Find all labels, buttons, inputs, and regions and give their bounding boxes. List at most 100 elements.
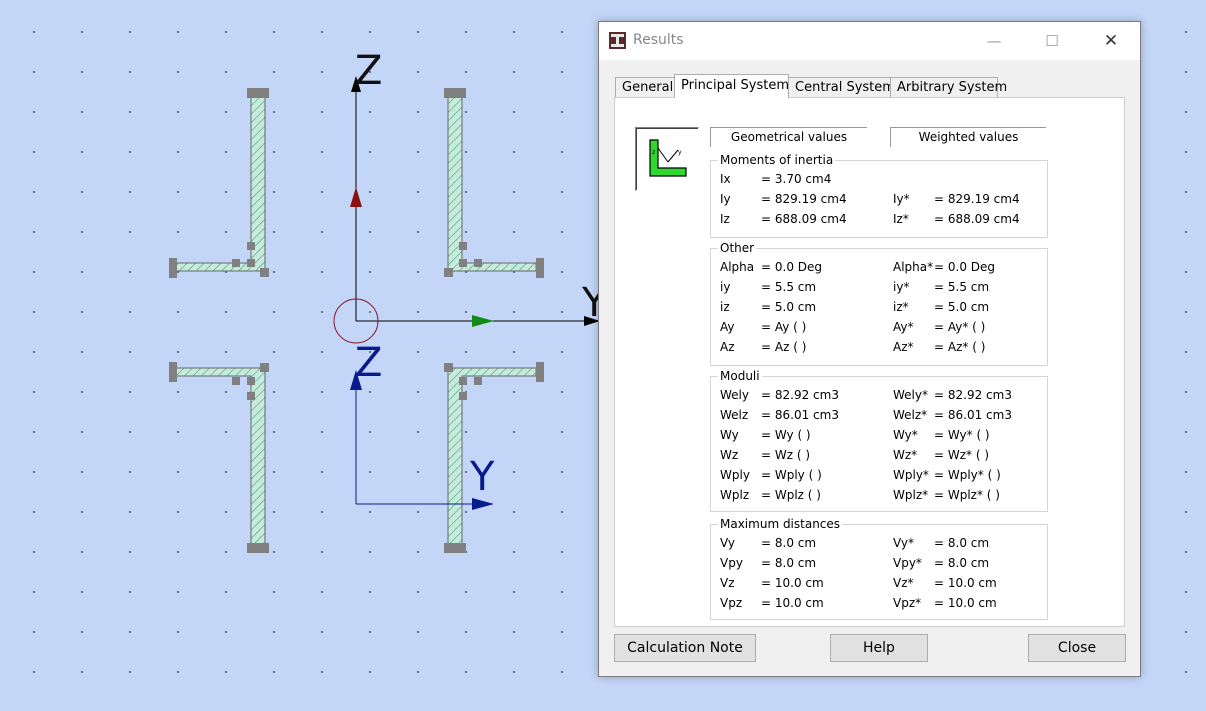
property-symbol: Ay* (893, 320, 914, 334)
angle-profile-top-right[interactable] (444, 88, 544, 278)
property-symbol: Vy (720, 536, 735, 550)
group-title: Other (718, 241, 757, 255)
maximize-button[interactable]: ☐ (1045, 32, 1059, 50)
svg-text:z: z (652, 149, 655, 156)
centroid-marker (333, 298, 379, 344)
tab-page-principal-system: z y Geometrical values Weighted values M… (614, 97, 1125, 627)
property-value: = 688.09 cm4 (934, 212, 1020, 226)
property-value: = 10.0 cm (761, 576, 824, 590)
property-symbol: Vpz (720, 596, 743, 610)
property-value: = 82.92 cm3 (761, 388, 839, 402)
property-value: = Wz ( ) (761, 448, 811, 462)
property-symbol: Wply (720, 468, 750, 482)
angle-profile-top-left[interactable] (169, 88, 269, 278)
tab-central-system[interactable]: Central System (788, 77, 895, 97)
property-value: = 0.0 Deg (934, 260, 996, 274)
property-symbol: Alpha* (893, 260, 934, 274)
tab-principal-system[interactable]: Principal System (674, 74, 789, 98)
property-value: = 829.19 cm4 (934, 192, 1020, 206)
property-value: = Wplz* ( ) (934, 488, 1000, 502)
property-value: = 10.0 cm (761, 596, 824, 610)
principal-axes (333, 76, 600, 344)
close-window-button[interactable]: ✕ (1103, 31, 1119, 51)
property-symbol: Vpy* (893, 556, 922, 570)
property-value: = 82.92 cm3 (934, 388, 1012, 402)
property-value: = 8.0 cm (934, 556, 990, 570)
property-value: = Wply* ( ) (934, 468, 1001, 482)
property-value: = 8.0 cm (934, 536, 990, 550)
group-title: Moments of inertia (718, 153, 836, 167)
close-button[interactable]: Close (1028, 634, 1126, 662)
beam-section-icon (609, 32, 626, 49)
property-symbol: Wy (720, 428, 739, 442)
results-dialog[interactable]: Results — ☐ ✕ General Principal System C… (598, 21, 1141, 677)
property-symbol: Alpha (720, 260, 755, 274)
property-symbol: Iy (720, 192, 731, 206)
property-symbol: Wely (720, 388, 749, 402)
property-symbol: Welz (720, 408, 749, 422)
z-axis-arrowhead (351, 76, 361, 92)
property-symbol: Ix (720, 172, 731, 186)
property-symbol: Wz (720, 448, 739, 462)
y-axis-direction-arrow (472, 315, 494, 327)
svg-text:y: y (678, 149, 682, 156)
property-symbol: Vpz* (893, 596, 922, 610)
property-value: = Ay* ( ) (934, 320, 986, 334)
property-value: = 5.5 cm (934, 280, 990, 294)
property-value: = Ay ( ) (761, 320, 807, 334)
property-symbol: Vy* (893, 536, 914, 550)
property-symbol: Vz* (893, 576, 914, 590)
angle-profile-bottom-left[interactable] (169, 362, 269, 553)
property-symbol: Iy* (893, 192, 910, 206)
y-axis-arrowhead (584, 316, 600, 326)
property-symbol: Wplz (720, 488, 750, 502)
property-symbol: Iz* (893, 212, 909, 226)
group-title: Moduli (718, 369, 762, 383)
property-value: = 8.0 cm (761, 556, 817, 570)
property-value: = 829.19 cm4 (761, 192, 847, 206)
weighted-values-header[interactable]: Weighted values (890, 127, 1046, 147)
help-button[interactable]: Help (830, 634, 928, 662)
property-value: = 3.70 cm4 (761, 172, 832, 186)
property-symbol: Wy* (893, 428, 918, 442)
title-bar[interactable]: Results — ☐ ✕ (599, 22, 1140, 60)
property-symbol: Wely* (893, 388, 928, 402)
property-symbol: Az (720, 340, 735, 354)
property-symbol: Vpy (720, 556, 743, 570)
tab-general[interactable]: General (615, 77, 675, 97)
property-value: = Az ( ) (761, 340, 807, 354)
tab-arbitrary-system[interactable]: Arbitrary System (890, 77, 1007, 97)
property-value: = Wply ( ) (761, 468, 822, 482)
property-symbol: iy* (893, 280, 910, 294)
z-axis-direction-arrow (350, 187, 362, 207)
property-symbol: Ay (720, 320, 735, 334)
minimize-button[interactable]: — (986, 32, 1002, 50)
property-value: = 8.0 cm (761, 536, 817, 550)
window-title: Results (633, 32, 684, 48)
calculation-note-button[interactable]: Calculation Note (614, 634, 756, 662)
property-value: = Az* ( ) (934, 340, 986, 354)
property-value: = 10.0 cm (934, 576, 997, 590)
property-value: = Wy ( ) (761, 428, 811, 442)
property-symbol: Wz* (893, 448, 918, 462)
geometrical-values-header[interactable]: Geometrical values (710, 127, 867, 147)
property-symbol: Iz (720, 212, 730, 226)
property-symbol: iy (720, 280, 731, 294)
property-symbol: Vz (720, 576, 735, 590)
property-symbol: Wply* (893, 468, 929, 482)
property-symbol: Az* (893, 340, 914, 354)
property-value: = 86.01 cm3 (934, 408, 1012, 422)
z-axis-label-upper: Z (355, 48, 383, 94)
angle-profile-bottom-right[interactable] (444, 362, 544, 553)
property-value: = Wy* ( ) (934, 428, 990, 442)
property-value: = 5.5 cm (761, 280, 817, 294)
angle-section-thumbnail: z y (635, 127, 699, 191)
y-axis-label-lower: Y (470, 454, 495, 500)
property-value: = 5.0 cm (934, 300, 990, 314)
reference-axes (350, 370, 494, 510)
